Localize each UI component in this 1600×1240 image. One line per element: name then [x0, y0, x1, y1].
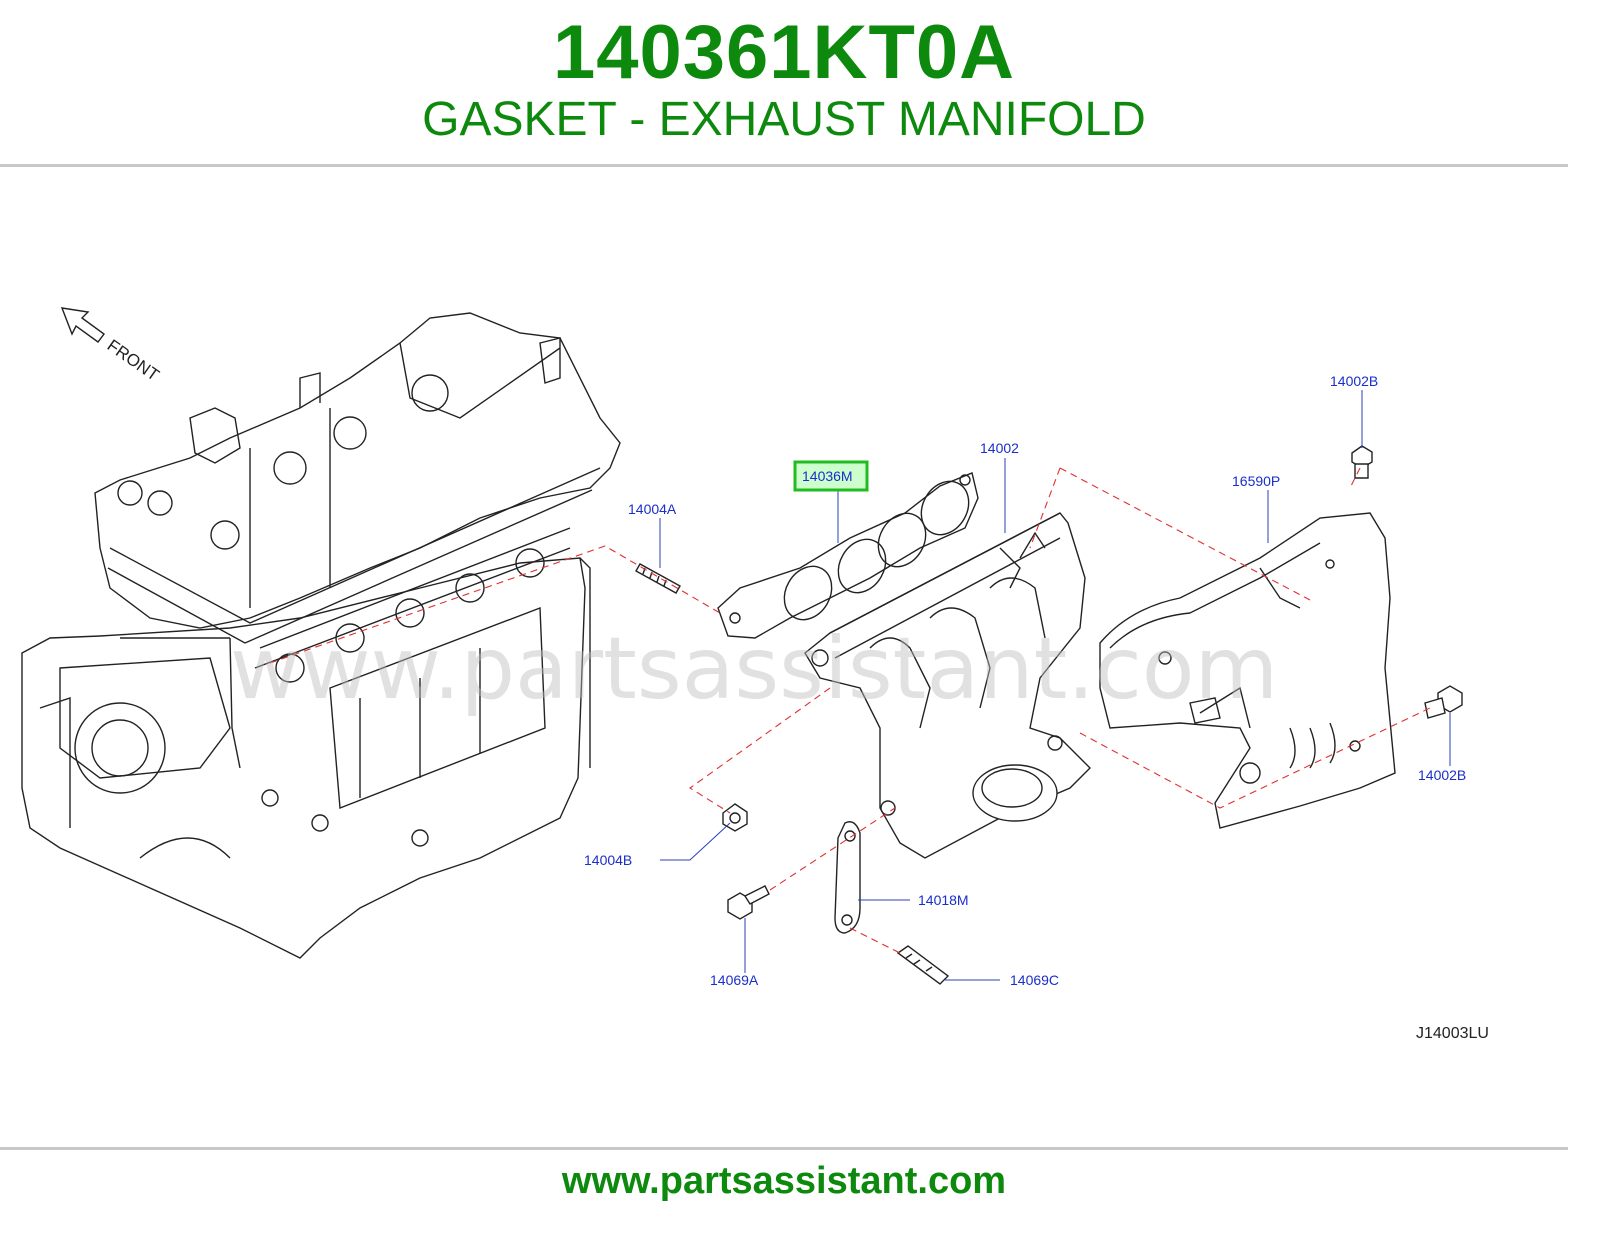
watermark-text: www.partsassistant.com	[230, 619, 1278, 719]
assembly-dashed-lines	[269, 467, 1431, 954]
exhaust-manifold-gasket-illustration	[717, 472, 979, 639]
callout-14018M[interactable]: 14018M	[918, 892, 969, 908]
page-header: 140361KT0A GASKET - EXHAUST MANIFOLD	[0, 0, 1568, 166]
footer-website-link[interactable]: www.partsassistant.com	[561, 1160, 1007, 1202]
bolt-14069A-icon	[727, 885, 770, 920]
callout-14002[interactable]: 14002	[980, 440, 1019, 456]
callout-14004A[interactable]: 14004A	[628, 501, 677, 517]
parts-diagram: FRONT	[0, 168, 1568, 1146]
bracket-14018M-icon	[834, 821, 861, 934]
callout-14004B[interactable]: 14004B	[584, 852, 632, 868]
nut-14004B-icon	[722, 803, 748, 832]
part-number-title: 140361KT0A	[552, 10, 1016, 95]
callout-14002B-top[interactable]: 14002B	[1330, 373, 1378, 389]
heat-insulator-illustration	[1099, 512, 1396, 829]
footer-divider	[0, 1147, 1568, 1150]
header-divider	[0, 164, 1568, 167]
callout-14069C[interactable]: 14069C	[1010, 972, 1059, 988]
callout-14069A[interactable]: 14069A	[710, 972, 759, 988]
engine-block-illustration	[21, 312, 621, 959]
bolt-14002B-top-icon	[1351, 445, 1373, 479]
stud-14004A-icon	[635, 563, 681, 594]
callout-16590P[interactable]: 16590P	[1232, 473, 1280, 489]
front-label: FRONT	[104, 336, 163, 385]
diagram-code: J14003LU	[1416, 1025, 1489, 1042]
exhaust-manifold-illustration	[804, 512, 1091, 859]
diagram-canvas: FRONT	[21, 307, 1489, 1042]
selected-part-highlight	[793, 460, 869, 492]
front-arrow-icon	[60, 307, 105, 343]
callout-14036M[interactable]: 14036M	[802, 468, 853, 484]
stud-14069C-icon	[896, 945, 950, 985]
part-name-subtitle: GASKET - EXHAUST MANIFOLD	[422, 93, 1146, 146]
callout-14002B-right[interactable]: 14002B	[1418, 767, 1466, 783]
callout-leader-lines	[659, 390, 1451, 981]
bolt-14002B-right-icon	[1424, 685, 1463, 719]
